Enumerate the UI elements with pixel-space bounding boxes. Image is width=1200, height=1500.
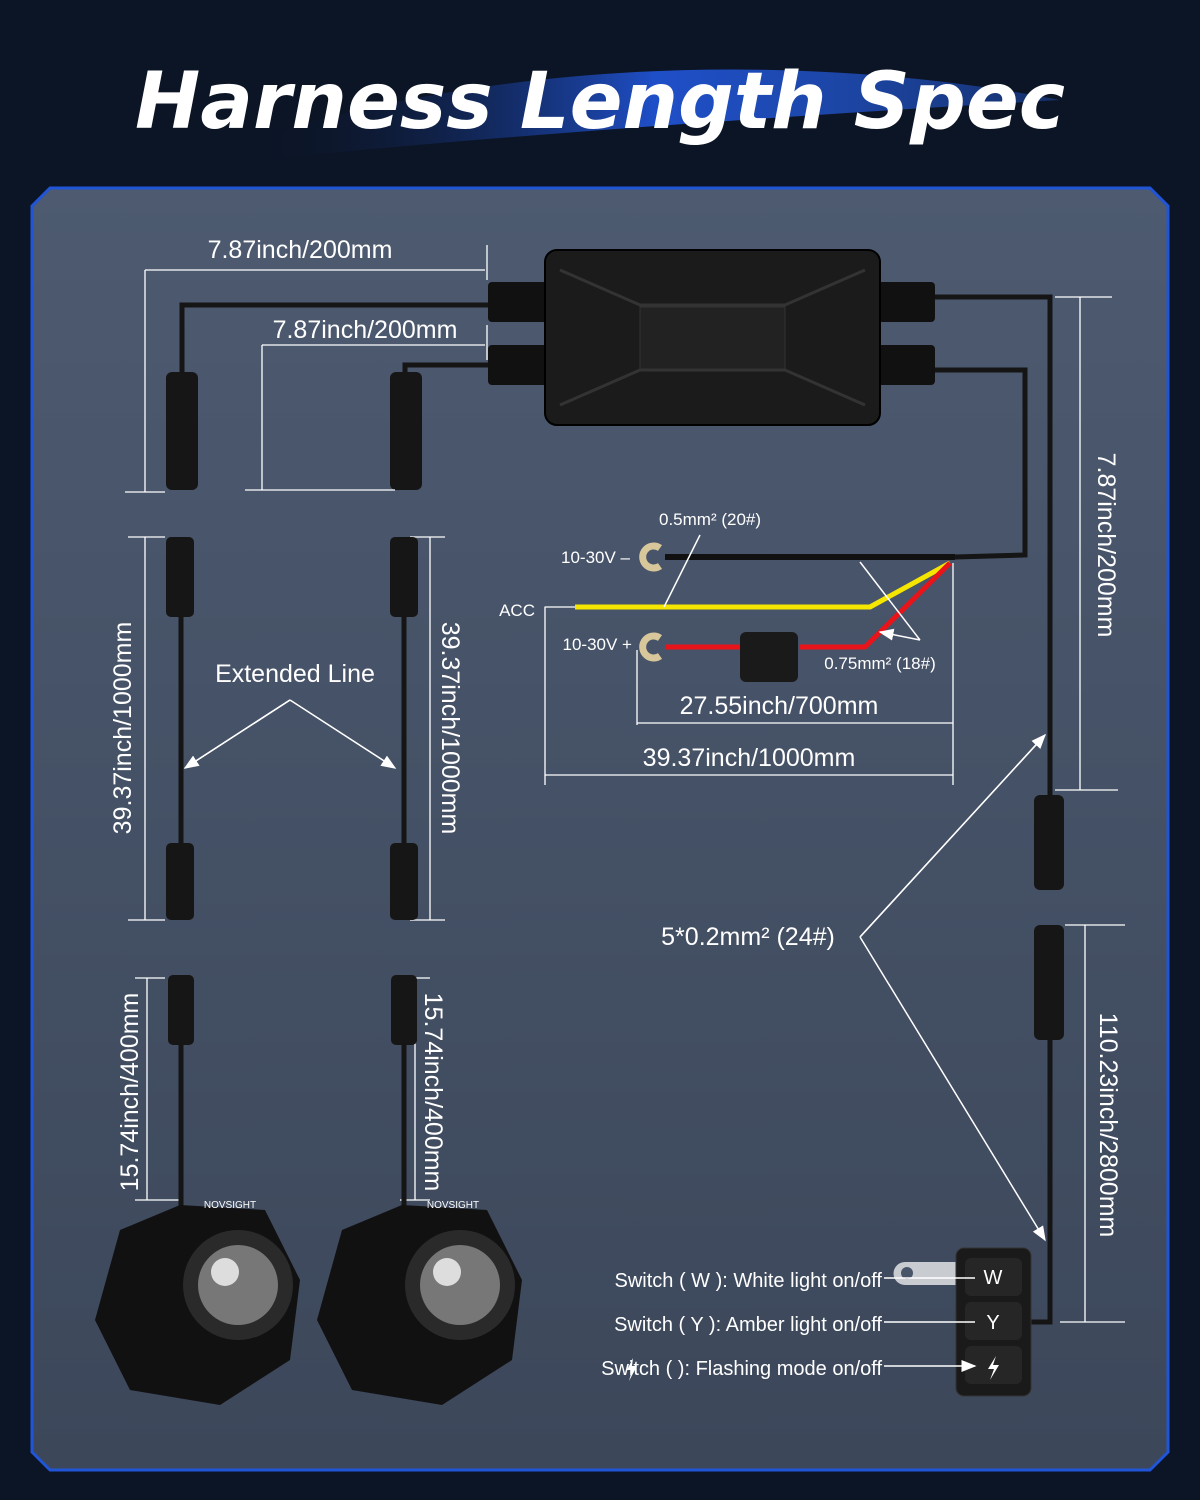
svg-text:Y: Y: [986, 1312, 999, 1334]
switch-button-y[interactable]: Y: [965, 1302, 1022, 1340]
brand-logo: NOVSIGHT: [204, 1200, 256, 1211]
switch-cable: [1030, 1040, 1053, 1325]
ring-terminal-negative-icon: [639, 542, 663, 572]
switch-w-label: Switch ( W ): White light on/off: [615, 1270, 883, 1292]
dim-left-bottom: 7.87inch/200mm: [273, 316, 458, 344]
thin-wire-label: 0.5mm² (20#): [659, 510, 761, 529]
switch-button-flash[interactable]: [965, 1346, 1022, 1384]
dim-extension-right: 39.37inch/1000mm: [436, 622, 464, 835]
extended-lines: [166, 537, 418, 920]
control-box: [488, 249, 935, 426]
dim-1000mm: 39.37inch/1000mm: [643, 744, 856, 772]
ring-terminal-positive-icon: [639, 632, 663, 662]
lightning-icon: [988, 1356, 999, 1380]
svg-text:W: W: [984, 1267, 1003, 1289]
thick-wire-label: 0.75mm² (18#): [824, 654, 935, 673]
dimension-lines: [125, 245, 1125, 1323]
light-right: NOVSIGHT: [317, 975, 522, 1405]
spec-panel: [30, 186, 1170, 1472]
cable-spec-label: 5*0.2mm² (24#): [661, 923, 835, 951]
dim-extension-left: 39.37inch/1000mm: [109, 622, 137, 835]
switch-button-w[interactable]: W: [965, 1258, 1022, 1296]
acc-label: ACC: [499, 601, 535, 620]
negative-label: 10-30V –: [561, 548, 631, 567]
extended-line-label: Extended Line: [215, 660, 375, 688]
power-wires: [544, 554, 955, 750]
control-box-wires: [179, 294, 1053, 795]
wire-arrows: [663, 534, 921, 640]
switch-arrows: [884, 1277, 975, 1366]
dim-light-right: 15.74inch/400mm: [419, 993, 447, 1192]
connectors: [166, 372, 1064, 1040]
dim-left-top: 7.87inch/200mm: [208, 236, 393, 264]
page-title: Harness Length Spec: [135, 57, 1065, 147]
switch-y-label: Switch ( Y ): Amber light on/off: [614, 1314, 882, 1336]
dim-light-left: 15.74inch/400mm: [116, 993, 144, 1192]
dim-700mm: 27.55inch/700mm: [680, 692, 879, 720]
brush-stroke: [250, 69, 1060, 160]
dim-switch-cable: 110.23inch/2800mm: [1094, 1013, 1122, 1238]
lightning-icon: [627, 1358, 637, 1381]
light-left: NOVSIGHT: [95, 975, 300, 1405]
switch-flash-label: Switch ( ): Flashing mode on/off: [601, 1358, 882, 1380]
brand-logo: NOVSIGHT: [427, 1200, 479, 1211]
dim-right-box: 7.87inch/200mm: [1092, 453, 1120, 638]
positive-label: 10-30V +: [563, 635, 633, 654]
